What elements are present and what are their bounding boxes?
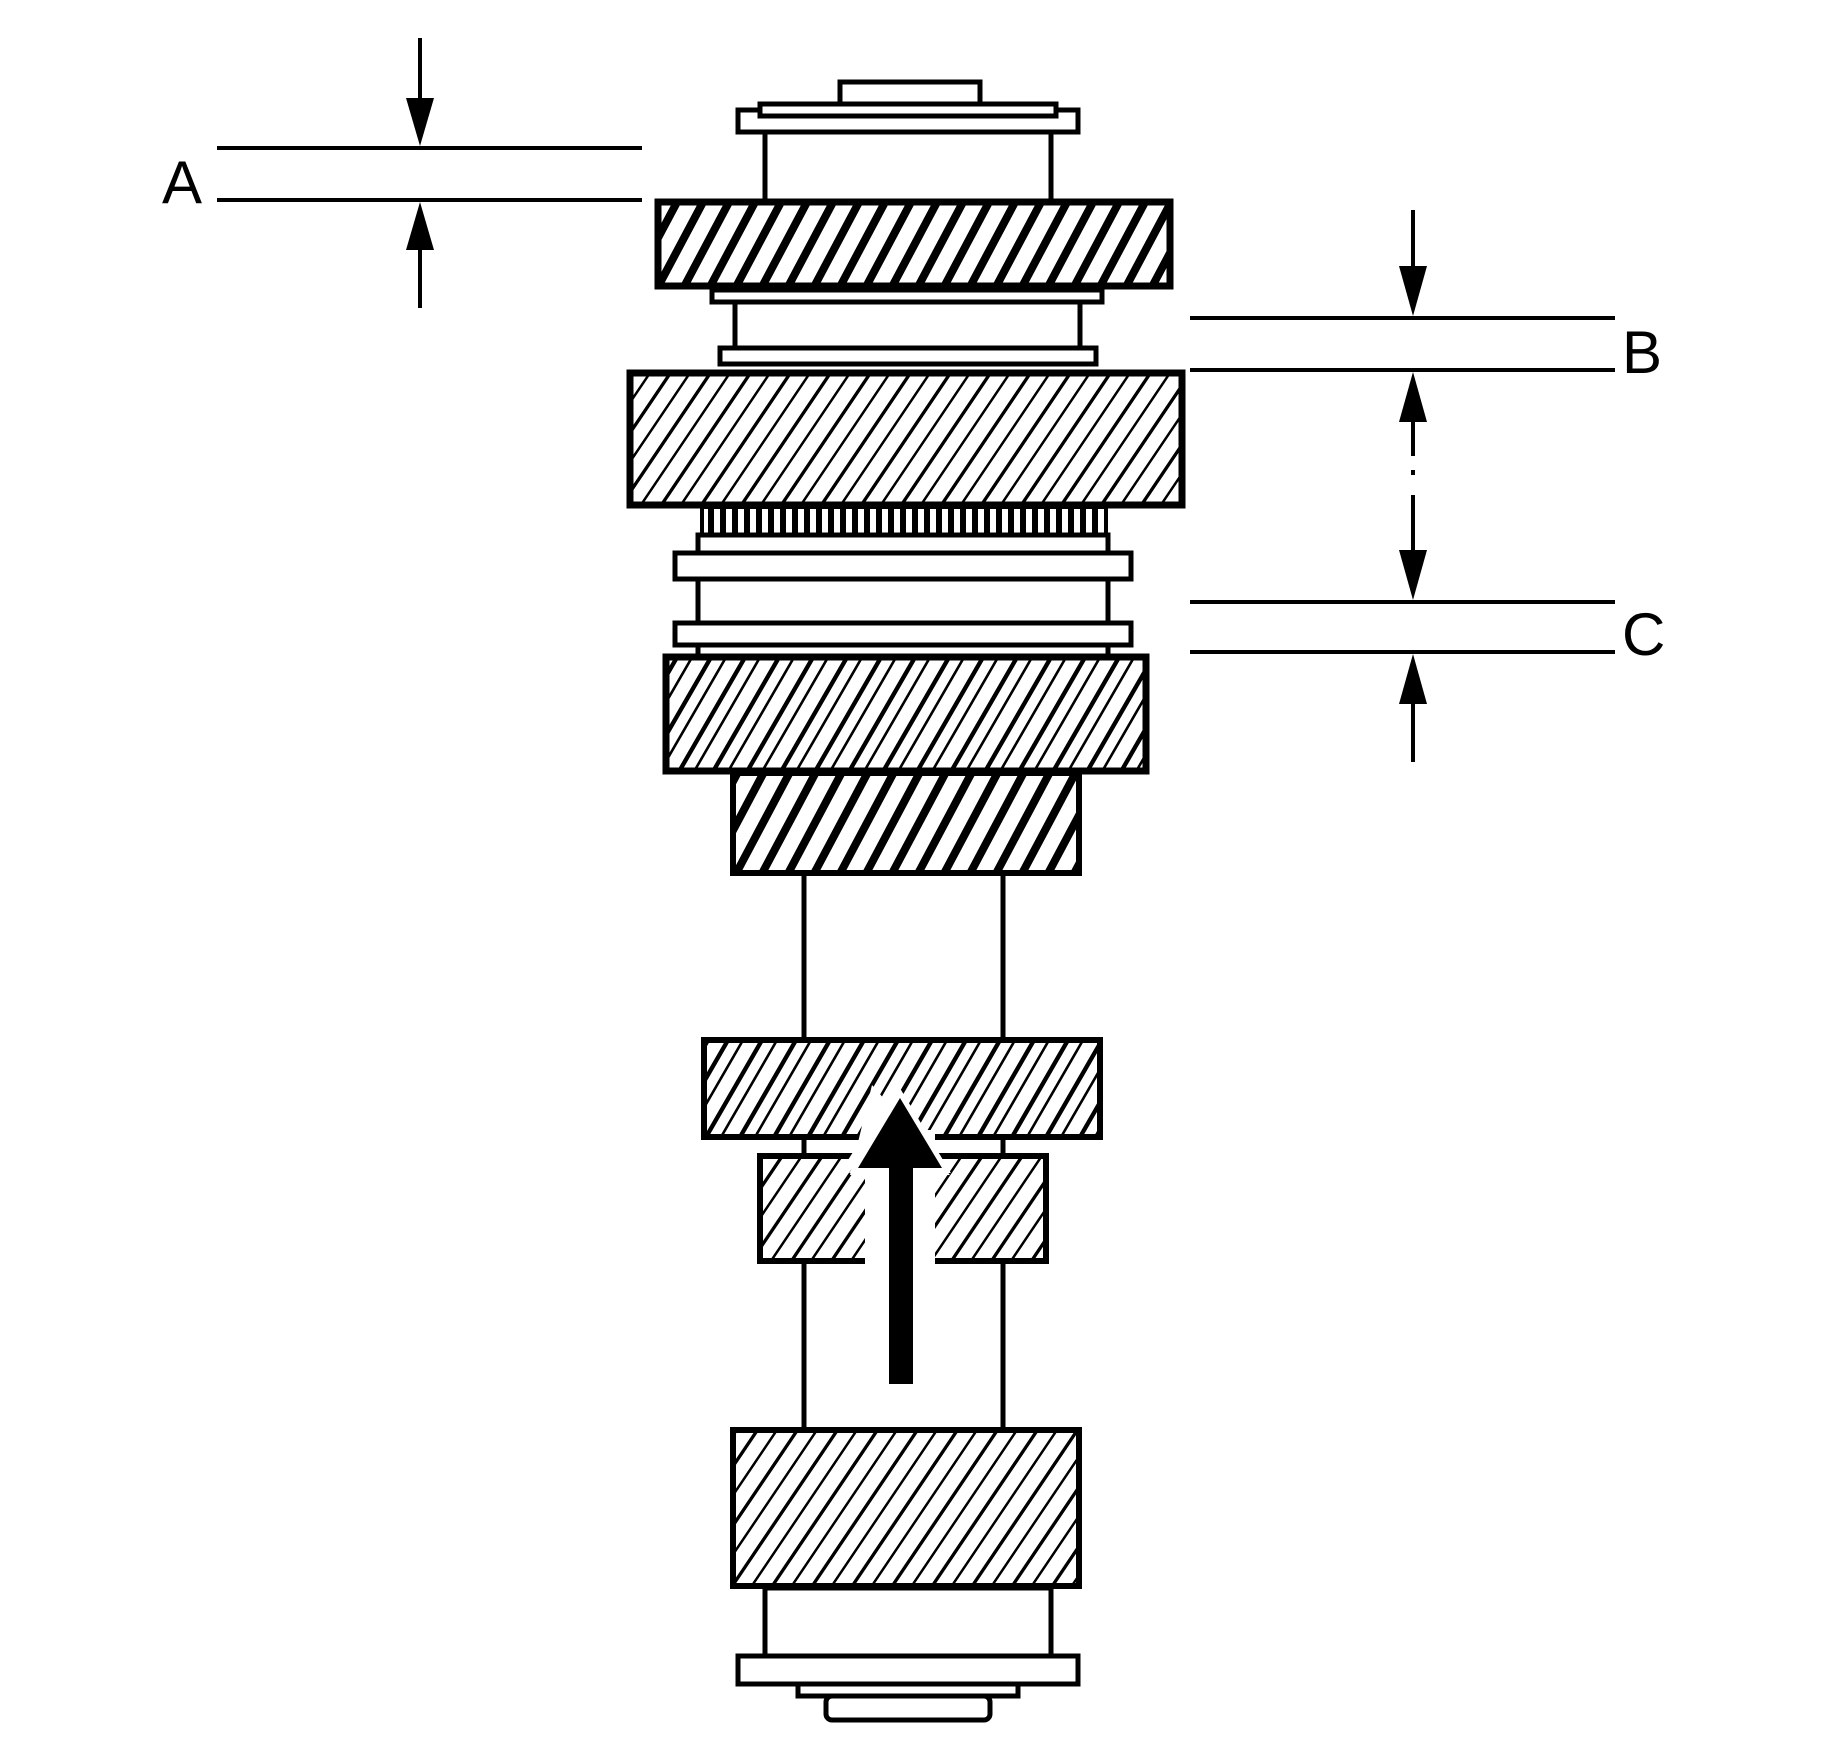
dimension-b-up-arrow-icon <box>1399 372 1427 422</box>
sync-hub <box>695 576 1111 626</box>
dimension-b-down-arrow-icon <box>1399 266 1427 316</box>
spacer-1-flange <box>717 345 1099 367</box>
spline-ring <box>700 505 1108 537</box>
gear-top <box>654 198 1174 290</box>
dimension-c <box>1190 495 1615 762</box>
top-bearing-race <box>757 101 1059 119</box>
sync-ring-top <box>695 532 1111 556</box>
bottom-bearing-flange <box>735 1653 1081 1687</box>
sync-flange-2 <box>672 620 1134 648</box>
gear-third <box>662 653 1150 775</box>
dimension-c-down-arrow-icon <box>1399 550 1427 600</box>
label-b: B <box>1622 319 1662 386</box>
top-bearing-body <box>762 129 1054 205</box>
dimension-c-up-arrow-icon <box>1399 654 1427 704</box>
label-a: A <box>162 149 202 216</box>
label-c: C <box>1622 601 1665 668</box>
dimension-a <box>217 38 642 308</box>
top-cap <box>837 79 983 107</box>
bottom-bearing-body <box>762 1585 1054 1659</box>
bottom-cap <box>823 1693 993 1723</box>
gear-bottom <box>730 1427 1082 1589</box>
up-arrow-icon <box>848 1085 951 1390</box>
gear-large <box>626 369 1186 509</box>
dimension-a-up-arrow-icon <box>406 202 434 250</box>
sync-flange-1 <box>672 550 1134 582</box>
dimension-a-down-arrow-icon <box>406 98 434 146</box>
dimension-b <box>1190 210 1615 475</box>
gear-fourth <box>730 770 1082 876</box>
spacer-1-body <box>732 299 1083 351</box>
shaft-assembly <box>626 79 1186 1723</box>
